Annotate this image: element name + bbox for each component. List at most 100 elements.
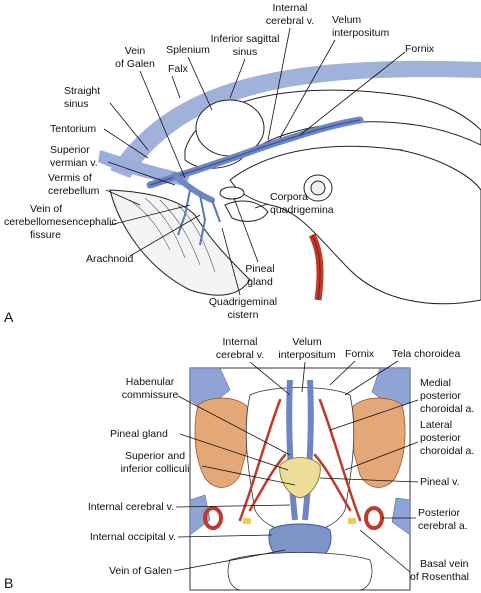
label-straight-sinus-2: sinus (64, 98, 89, 110)
label-pineal-gland-b: Pineal gland (110, 428, 168, 440)
leader-arachnoid (129, 214, 201, 257)
label-internal-cerebral-v-a-1: Internal (272, 2, 307, 14)
thalamus-nucleus-inner (310, 180, 326, 196)
leader-tentorium (103, 128, 149, 159)
label-superior-vermian-2: vermian v. (50, 157, 98, 169)
label-pineal-v: Pineal v. (420, 476, 460, 488)
leader-fornix-b (329, 360, 356, 386)
marker-left (243, 518, 251, 524)
leader-falx (171, 75, 181, 99)
panel-a-drawing: ~~ (98, 60, 481, 305)
leader-pineal-a (233, 197, 259, 263)
artist-signature: ~~ (392, 146, 404, 154)
label-inferior-sagittal-2: sinus (233, 46, 258, 58)
label-tentorium: Tentorium (50, 123, 96, 135)
leader-pineal-gland-b (179, 433, 289, 471)
marker-right (348, 518, 356, 524)
leader-basal-vein (359, 529, 411, 573)
choroid-plexus-left (194, 397, 252, 488)
label-inferior-sagittal-1: Inferior sagittal (211, 33, 280, 45)
vermis-folia (129, 197, 216, 273)
leader-pineal-v (319, 477, 419, 483)
label-basal-vein-1: Basal vein (420, 558, 469, 570)
label-straight-sinus-1: Straight (64, 85, 100, 97)
label-internal-cerebral-v-left: Internal cerebral v. (88, 501, 174, 513)
choroidal-arteries (238, 398, 362, 522)
label-cms-vein-1: Vein of (30, 203, 62, 215)
label-pineal-a-1: Pineal (245, 263, 274, 275)
label-internal-occipital: Internal occipital v. (90, 531, 176, 543)
leader-internal-occipital (177, 534, 273, 538)
leader-internal-cerebral-v-a (267, 27, 291, 141)
label-habenular-2: commissure (122, 389, 179, 401)
label-fornix-b: Fornix (345, 348, 375, 360)
label-vein-galen-b: Vein of Galen (109, 565, 172, 577)
panel-b-drawing (189, 367, 411, 591)
label-falx: Falx (168, 63, 189, 75)
pineal-gland-shape (279, 457, 321, 499)
leader-splenium (187, 56, 213, 111)
label-superior-vermian-1: Superior (50, 144, 90, 156)
vein-of-galen-shape (172, 172, 215, 203)
leader-colliculi (201, 465, 296, 486)
label-pineal-a-2: gland (247, 276, 273, 288)
leader-velum-a (279, 39, 336, 139)
basilar-artery-a-core (311, 234, 321, 301)
leader-habenular (177, 395, 291, 456)
panel-a-labels: Internal cerebral v. Velum interpositum … (4, 2, 435, 325)
leader-vermis (105, 189, 141, 206)
label-arachnoid: Arachnoid (86, 253, 133, 265)
label-internal-cerebral-v-b-1: Internal (222, 336, 257, 348)
choroid-plexus-right (348, 397, 406, 488)
label-splenium: Splenium (166, 44, 210, 56)
leader-lateral-pca (344, 441, 419, 471)
panel-b-labels: Internal cerebral v. Velum interpositum … (4, 336, 474, 591)
internal-cerebral-vein-b-right (302, 379, 314, 521)
falx-band (110, 60, 481, 178)
leader-quad-cistern (221, 227, 241, 296)
leader-corpora (254, 203, 269, 209)
label-vermis-2: cerebellum (48, 185, 100, 197)
label-corpora-1: Corpora (270, 191, 308, 203)
label-quad-cistern-2: cistern (228, 309, 259, 321)
panel-letter-b: B (4, 575, 13, 591)
leader-inferior-sagittal (229, 58, 246, 99)
internal-cerebral-vein-b-left (286, 379, 298, 521)
label-vermis-1: Vermis of (48, 172, 92, 184)
label-medial-pca-1: Medial (420, 377, 451, 389)
leader-internal-cerebral-v-b (249, 361, 291, 396)
surface-veins (189, 367, 411, 536)
pineal-shape (219, 186, 245, 200)
label-corpora-2: quadrigemina (270, 204, 334, 216)
leader-superior-vermian (107, 161, 176, 186)
leader-cms-vein (109, 204, 191, 226)
leader-vein-galen-a (139, 70, 186, 179)
label-velum-a-2: interpositum (332, 27, 389, 39)
label-colliculi-1: Superior and (125, 450, 185, 462)
label-colliculi-2: inferior colliculi (121, 463, 190, 475)
label-quad-cistern-1: Quadrigeminal (209, 296, 277, 308)
leader-fornix-a (299, 51, 406, 136)
leader-tela (344, 360, 399, 396)
thalamus-outline (229, 145, 481, 305)
leader-vein-galen-b (173, 549, 286, 572)
leader-straight-sinus (109, 102, 149, 151)
leader-velum-b (301, 361, 306, 393)
label-vein-galen-a-2: of Galen (115, 58, 155, 70)
leader-internal-cerebral-v-left (175, 504, 291, 508)
label-internal-cerebral-v-a-2: cerebral v. (266, 15, 314, 27)
label-medial-pca-2: posterior (420, 390, 461, 402)
corpus-callosum (184, 89, 481, 169)
label-lateral-pca-1: Lateral (420, 419, 452, 431)
label-posterior-cerebral-1: Posterior (418, 507, 461, 519)
cerebellum-b (227, 552, 373, 591)
corpora-shape (224, 200, 269, 222)
label-velum-b-1: Velum (292, 336, 321, 348)
leader-medial-pca (329, 399, 419, 431)
label-tela: Tela choroidea (392, 348, 460, 360)
label-cms-vein-2: cerebellomesencephalic (4, 216, 117, 228)
label-posterior-cerebral-2: cerebral a. (418, 520, 468, 532)
pca-loop-left (203, 506, 223, 530)
label-velum-b-2: interpositum (278, 349, 335, 361)
